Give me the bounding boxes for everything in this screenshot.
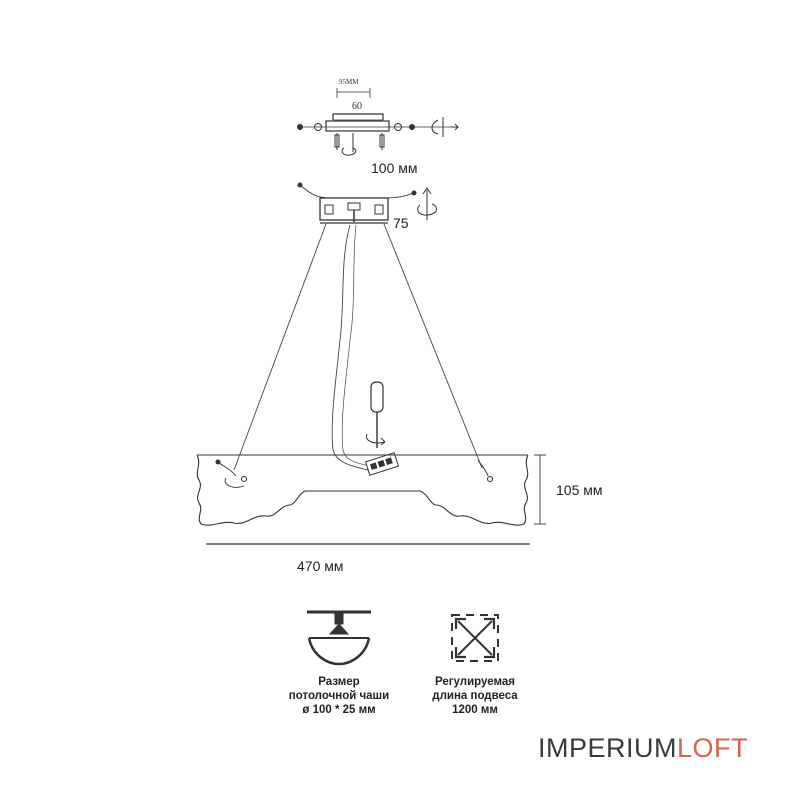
ceiling-canopy — [297, 182, 437, 224]
mounting-bracket — [332, 113, 384, 120]
caption-line: длина подвеса — [432, 690, 518, 702]
lamp-bottom-wavy-edge — [200, 490, 525, 526]
brand-logo: IMPERIUMLOFT — [538, 733, 748, 764]
caption-line: Регулируемая — [434, 676, 515, 688]
right-cable — [383, 223, 483, 469]
lamp-right-wavy-edge — [523, 454, 529, 525]
screwdriver-icon — [365, 381, 386, 448]
caption-line: потолочной чаши — [288, 690, 390, 702]
adjustable-length-icon — [451, 614, 499, 662]
caption-line: Размер — [318, 676, 360, 688]
brand-logo-part2: LOFT — [677, 733, 749, 763]
bracket-width-label: 60 — [352, 101, 362, 112]
terminal-block — [364, 452, 400, 476]
ceiling-cup-icon — [307, 610, 371, 666]
canopy-height-label: 75 — [393, 215, 409, 231]
lamp-left-wavy-edge — [196, 454, 202, 525]
wall-anchors — [334, 133, 385, 156]
caption-line: ø 100 * 25 мм — [302, 704, 376, 716]
screw-spacing-label: 95MM — [339, 78, 359, 86]
left-cable — [233, 223, 327, 471]
brand-logo-part1: IMPERIUM — [538, 733, 677, 763]
caption-line: 1200 мм — [452, 704, 498, 716]
screw-row — [297, 117, 459, 137]
suspension-cables — [233, 223, 483, 471]
canopy-size-caption: Размер потолочной чаши ø 100 * 25 мм — [269, 675, 409, 717]
lamp-width-label: 470 мм — [297, 558, 344, 574]
lamp-body — [196, 454, 529, 526]
power-cord — [331, 224, 381, 471]
canopy-diameter-label: 100 мм — [371, 160, 418, 176]
lamp-height-label: 105 мм — [556, 482, 603, 498]
suspension-length-caption: Регулируемая длина подвеса 1200 мм — [405, 675, 545, 717]
mounting-hardware-detail — [297, 88, 459, 156]
dimension-lines — [206, 454, 546, 545]
